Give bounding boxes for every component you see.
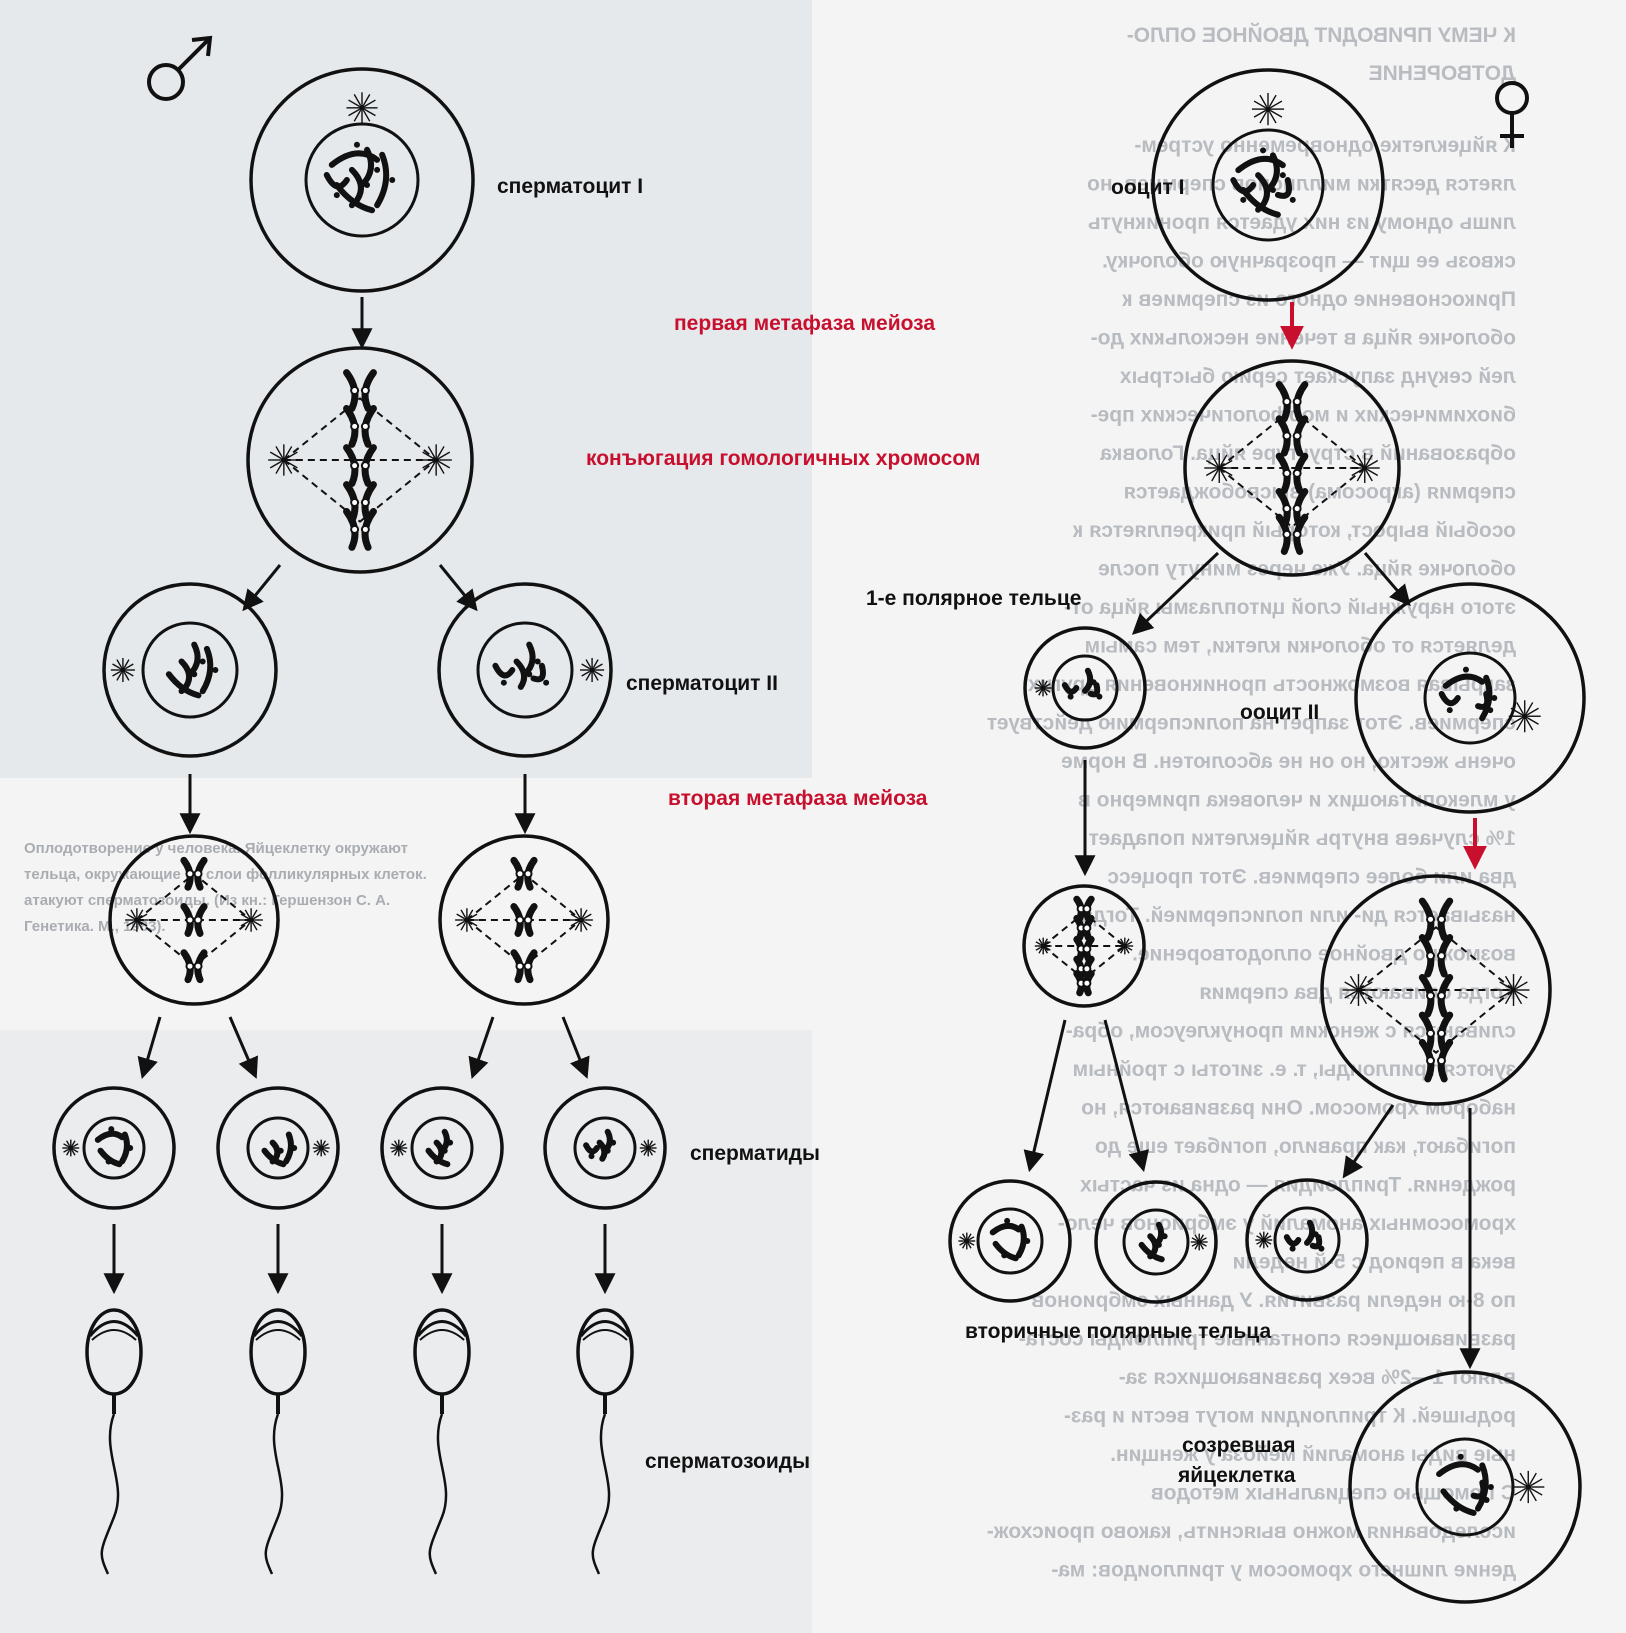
background-photo-panel-top (0, 0, 812, 778)
arrow (137, 1016, 162, 1080)
bg-text-line: К яйцеклетке одновременно устрем- (1134, 134, 1516, 157)
arrow (561, 1016, 590, 1079)
male-symbol-icon (147, 35, 213, 101)
bg-text-line: погибают, как правило, погибает еще до (1095, 1135, 1516, 1158)
label-first-metaphase: первая метафаза мейоза (674, 312, 935, 335)
label-oocyte-1: ооцит I (1111, 176, 1184, 199)
label-polar-body-1: 1-е полярное тельце (866, 587, 1081, 610)
bg-text-line: особый вырост, который прикрепляется к (1072, 519, 1516, 542)
bg-text-line: набором хромосом. Они развиваются, но (1081, 1097, 1516, 1120)
spermatocyte-2-cell-left (102, 582, 278, 758)
bg-caption-line: Оплодотворение у человека. Яйцеклетку ок… (24, 840, 408, 857)
spermatocyte-metaphase-2-cell-left (108, 834, 280, 1006)
arrow (1023, 1019, 1067, 1173)
bg-text-line: сливаются с женским пронуклеусом, обра- (1066, 1020, 1516, 1043)
bg-heading-line2: ДОТВОРЕНИЕ (1369, 62, 1516, 85)
spermatocyte-metaphase-2-cell-right (438, 834, 610, 1006)
label-spermatids: сперматиды (690, 1142, 820, 1165)
bg-text-line: спермиев. Этот запрет на полиспермию дей… (987, 712, 1516, 735)
bg-text-line: два или более спермиев. Этот процесс (1107, 866, 1516, 889)
oocyte-metaphase-1-cell (1183, 359, 1401, 577)
bg-text-line: оболочке яйца. Уже через минуту после (1098, 558, 1516, 581)
mature-egg-cell (1348, 1370, 1582, 1604)
spermatocyte-1-cell (249, 67, 475, 293)
label-oocyte-2: ооцит II (1240, 701, 1319, 724)
spermatocyte-2-cell-right (437, 582, 613, 758)
bg-text-line: хромосомных аномалий у эмбрионов чело- (1058, 1212, 1516, 1235)
background-mirrored-text: К ЧЕМУ ПРИВОДИТ ДВОЙНОЕ ОПЛО- ДОТВОРЕНИЕ… (987, 23, 1516, 1582)
label-conjugation: конъюгация гомологичных хромосом (586, 447, 980, 470)
secondary-polar-body-cell (1245, 1178, 1369, 1302)
bg-text-line: образований в структуре яйца. Головка (1100, 442, 1516, 465)
arrow (1131, 551, 1220, 635)
arrow (1363, 552, 1411, 607)
bg-text-line: деляется от оболочки клетки, тем самым (1085, 635, 1516, 658)
bg-text-line: спермия (акросома) высвобождается (1124, 481, 1516, 504)
label-secondary-polar-bodies: вторичные полярные тельца (965, 1320, 1271, 1343)
spermatid-cell (380, 1086, 504, 1210)
bg-text-line: лей секунд запускает серию быстрых (1120, 365, 1516, 388)
spermatozoon (85, 1308, 143, 1575)
bg-text-line: 1% случаев внутрь яйцеклетки попадает (1089, 827, 1516, 850)
secondary-polar-body-cell (1094, 1180, 1218, 1304)
bg-text-line: закрывая возможность проникновения други… (1028, 673, 1516, 696)
label-spermatocyte-2: сперматоцит II (626, 672, 778, 695)
bg-text-line: ляется десятки миллионов спермиев, но (1087, 173, 1516, 196)
bg-text-line: ные виды аномалий мейоза у женщин. (1110, 1443, 1516, 1466)
spermatozoon (249, 1308, 307, 1575)
bg-text-line: лишь одному из них удается проникнуть (1088, 211, 1516, 234)
background-caption: Оплодотворение у человека. Яйцеклетку ок… (24, 840, 427, 935)
spermatozoon (413, 1308, 471, 1575)
bg-caption-line: Генетика. М., 1983). (24, 918, 166, 935)
arrow (1103, 1019, 1149, 1173)
bg-heading-line1: К ЧЕМУ ПРИВОДИТ ДВОЙНОЕ ОПЛО- (1127, 23, 1516, 47)
oocyte-2-cell (1354, 582, 1586, 814)
spermatocyte-metaphase-1-cell (246, 346, 474, 574)
spermatid-cell (543, 1086, 667, 1210)
label-spermatocyte-1: сперматоцит I (497, 175, 643, 198)
bg-text-line: сквозь ее щит — прозрачную оболочку. (1102, 250, 1516, 273)
arrow (228, 1016, 258, 1079)
bg-text-line: дение лишнего хромосом у триплоидов: ма- (1051, 1559, 1516, 1582)
arrow (438, 564, 478, 612)
bg-text-line: исследования можно выяснить, каково прои… (987, 1520, 1516, 1543)
female-symbol-icon (1495, 81, 1529, 148)
bg-text-line: развивающиеся спонтанные триплоиды соста… (1019, 1328, 1516, 1351)
label-mature-egg-line1: созревшая (1182, 1434, 1296, 1457)
arrow (468, 1016, 495, 1079)
bg-text-line: века в период с 5-й недели (1233, 1251, 1516, 1274)
bg-text-line: зуются триплоиды, т. е. зиготы с тройным (1073, 1058, 1516, 1081)
label-spermatozoa: сперматозоиды (645, 1450, 810, 1473)
bg-text-line: называется ди- или полиспермией. Тогда (1081, 904, 1516, 927)
bg-text-line: по 8-ю недели развития. У данных эмбрион… (1031, 1289, 1516, 1312)
spermatozoon (576, 1308, 634, 1575)
bg-text-line: очень жестко, но он не абсолютен. В норм… (1061, 750, 1516, 773)
arrow (1342, 1104, 1395, 1179)
bg-text-line: родышей. К триплоидии могут вести и раз- (1064, 1405, 1516, 1428)
oocyte-1-cell (1151, 68, 1385, 302)
bg-text-line: возможно двойное оплодотворение. (1132, 943, 1516, 966)
spermatid-cell (52, 1086, 176, 1210)
bg-text-line: С помощью специальных методов (1151, 1482, 1516, 1505)
polar-body-1-cell (1023, 626, 1147, 750)
oocyte-metaphase-2-cell (1320, 874, 1552, 1106)
polar-body-metaphase-2-cell (1022, 884, 1146, 1008)
secondary-polar-body-cell (948, 1179, 1072, 1303)
bg-text-line: Прикосновение одного из спермиев к (1122, 288, 1516, 311)
arrow (242, 564, 282, 612)
label-second-metaphase: вторая метафаза мейоза (668, 787, 928, 810)
spermatid-cell (216, 1086, 340, 1210)
label-mature-egg-line2: яйцеклетка (1177, 1464, 1296, 1487)
bg-caption-line: атакуют сперматозоиды. (Из кн.: Гершензо… (24, 892, 390, 909)
